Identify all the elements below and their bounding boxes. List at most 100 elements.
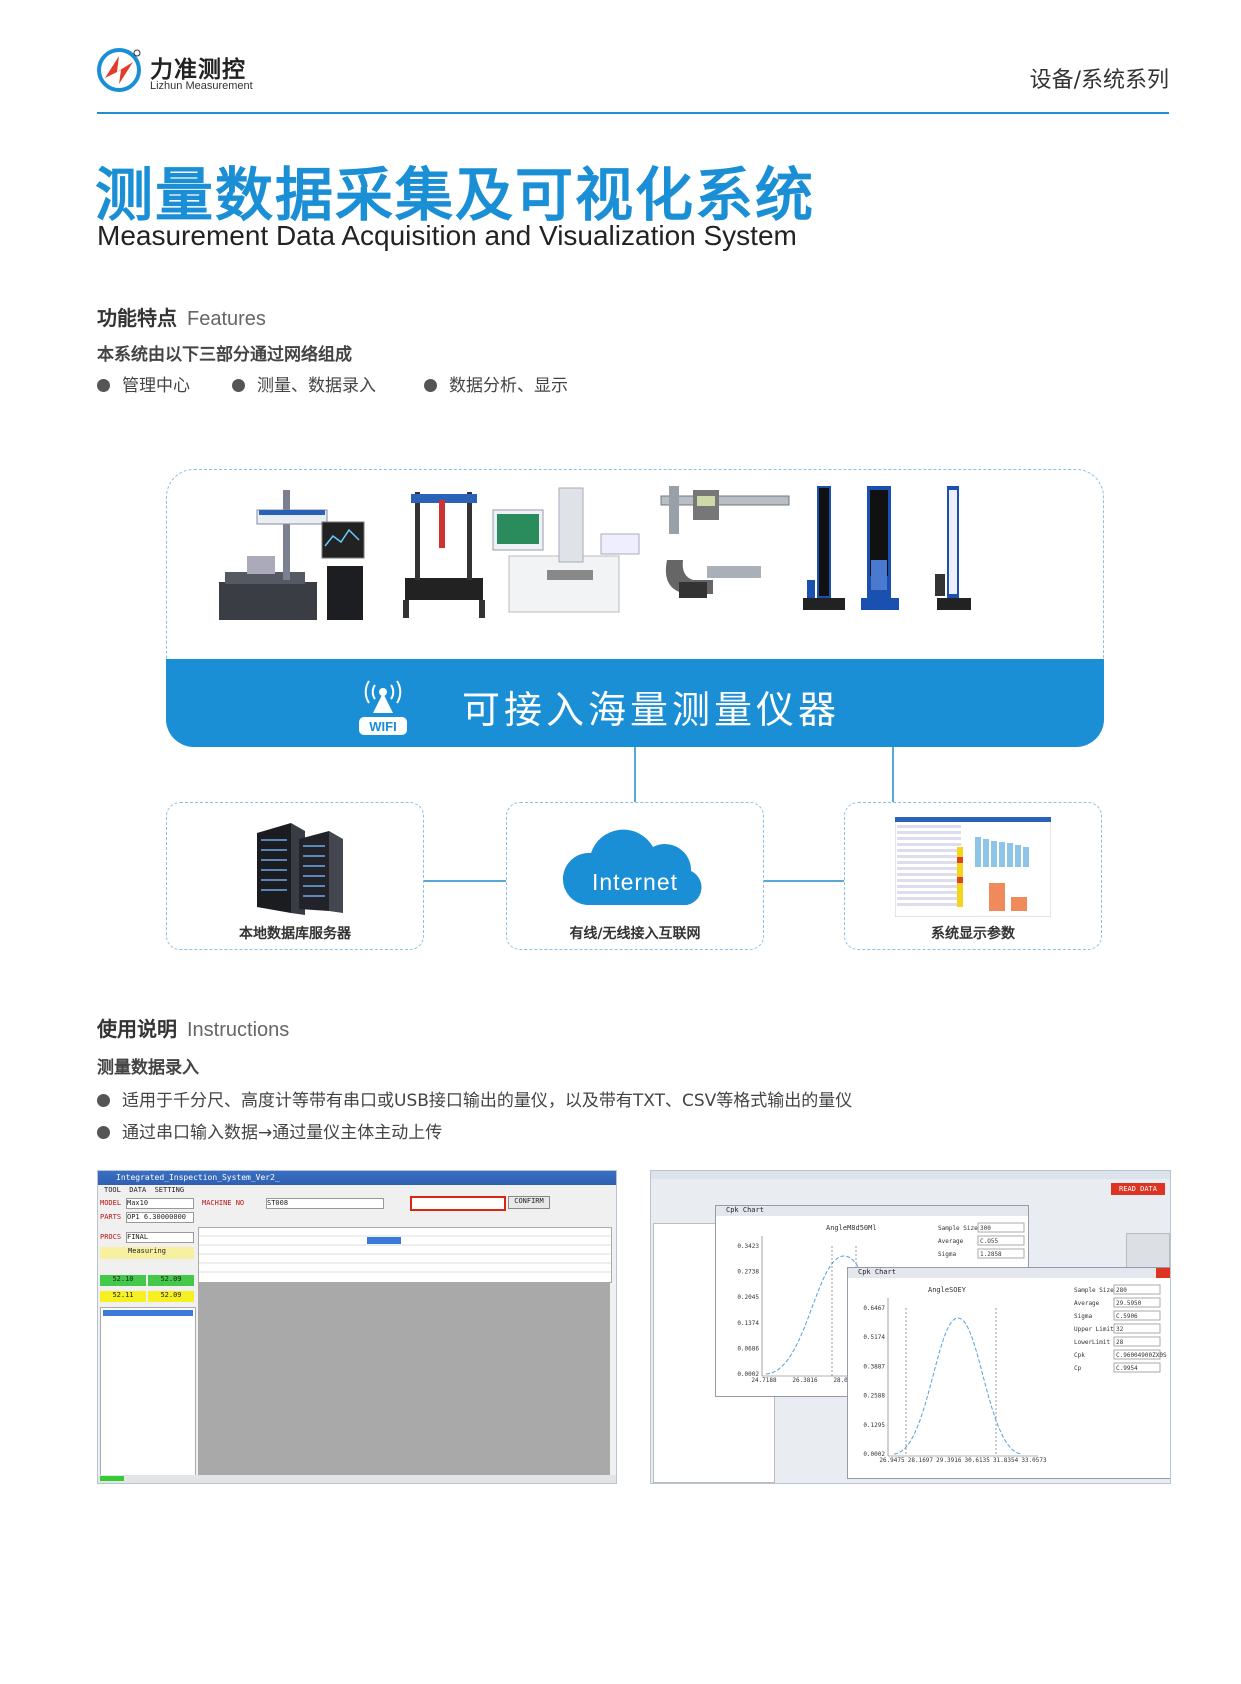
cpk-chart-2: AngleSOEY 0.6467 0.5174 0.3887 0.2588 0.1295… xyxy=(863,1284,1167,1464)
param-value: 32 xyxy=(1116,1326,1124,1333)
features-heading-cn: 功能特点 xyxy=(97,306,177,330)
micrometer-icon xyxy=(665,560,761,598)
feature-item: 数据分析、显示 xyxy=(424,371,568,396)
confirm-button[interactable]: CONFIRM xyxy=(508,1196,550,1209)
param-value: C.96004900ZX0S xyxy=(1116,1352,1167,1359)
data-table[interactable] xyxy=(198,1227,612,1283)
param-field[interactable] xyxy=(1113,1297,1161,1308)
instruction-item: 通过串口输入数据→通过量仪主体主动上传 xyxy=(97,1118,442,1143)
report-thumbnail-icon xyxy=(895,817,1051,917)
param-value: 28 xyxy=(1116,1339,1124,1346)
param-field[interactable] xyxy=(977,1222,1025,1233)
param-name: Cp xyxy=(1074,1365,1082,1372)
parts-select[interactable]: OP1 6.30000000 xyxy=(126,1212,194,1223)
chart-name: AngleSOEY xyxy=(928,1286,967,1294)
parts-label: PARTS xyxy=(100,1213,122,1221)
proc-label: PROCS xyxy=(100,1233,122,1241)
height-gauge-icon xyxy=(861,486,899,610)
param-name: Upper Limit xyxy=(1074,1326,1114,1333)
chart-name: AngleM8d50Ml xyxy=(826,1224,877,1232)
param-name: Average xyxy=(938,1238,964,1245)
y-tick-label: 0.1374 xyxy=(737,1320,759,1327)
y-tick-label: 0.5174 xyxy=(863,1334,885,1341)
param-value: 300 xyxy=(980,1225,991,1232)
value-cell: 52.09 xyxy=(148,1291,194,1302)
instructions-heading-cn: 使用说明 xyxy=(97,1017,177,1041)
model-label: MODEL xyxy=(100,1199,122,1207)
instruments-illustration xyxy=(219,486,971,620)
param-field[interactable] xyxy=(977,1235,1025,1246)
read-data-button[interactable]: READ DATA xyxy=(1111,1183,1165,1195)
x-tick-label: 28.1697 xyxy=(908,1457,934,1464)
y-tick-label: 0.0002 xyxy=(863,1451,885,1458)
features-heading-en: Features xyxy=(187,308,266,330)
param-name: Sample Size xyxy=(1074,1287,1114,1294)
features-subheading: 本系统由以下三部分通过网络组成 xyxy=(97,345,352,365)
param-field[interactable] xyxy=(1113,1284,1161,1295)
item-list[interactable] xyxy=(100,1307,196,1479)
param-name: Average xyxy=(1074,1300,1100,1307)
header-divider xyxy=(97,112,1169,114)
display-box: 系统显示参数 xyxy=(844,802,1102,950)
display-label: 系统显示参数 xyxy=(931,926,1015,942)
status-badge: Measuring xyxy=(100,1247,194,1259)
x-tick-label: 33.0573 xyxy=(1021,1457,1047,1464)
machine-select[interactable]: ST008 xyxy=(266,1198,384,1209)
y-tick-label: 0.2588 xyxy=(863,1393,885,1400)
wifi-label: WIFI xyxy=(369,719,397,734)
toolbar xyxy=(651,1171,1170,1179)
value-cell: 52.10 xyxy=(100,1275,146,1286)
y-tick-label: 0.3423 xyxy=(737,1243,759,1250)
y-tick-label: 0.0686 xyxy=(737,1345,759,1352)
wifi-icon xyxy=(359,680,407,735)
cmm-machine-icon xyxy=(403,492,485,618)
bullet-dot-icon xyxy=(97,1094,110,1107)
window-title: Integrated_Inspection_System_Ver2_ xyxy=(98,1171,616,1185)
brand-logo-icon xyxy=(97,48,141,92)
param-field[interactable] xyxy=(1113,1349,1161,1360)
connector-line xyxy=(634,747,636,802)
bullet-dot-icon xyxy=(424,379,437,392)
workspace-area xyxy=(198,1283,610,1479)
x-tick-label: 26.9475 xyxy=(879,1457,905,1464)
x-tick-label: 24.7188 xyxy=(751,1377,777,1384)
page-title: 测量数据采集及可视化系统 xyxy=(95,161,816,229)
bullet-dot-icon xyxy=(232,379,245,392)
bullet-dot-icon xyxy=(97,1126,110,1139)
microscope-icon xyxy=(492,487,640,613)
inspection-app-screenshot: Integrated_Inspection_System_Ver2_ TOOL … xyxy=(97,1170,617,1484)
status-bar xyxy=(98,1475,616,1483)
y-tick-label: 0.3887 xyxy=(863,1363,885,1370)
param-field[interactable] xyxy=(977,1248,1025,1259)
y-tick-label: 0.1295 xyxy=(863,1422,885,1429)
param-field[interactable] xyxy=(1113,1310,1161,1321)
close-icon[interactable] xyxy=(1156,1268,1170,1278)
x-tick-label: 29.3916 xyxy=(936,1457,962,1464)
param-name: Cpk xyxy=(1074,1352,1085,1359)
internet-label: 有线/无线接入互联网 xyxy=(569,926,701,942)
value-cell: 52.11 xyxy=(100,1291,146,1302)
y-tick-label: 0.6467 xyxy=(863,1305,885,1312)
page-subtitle: Measurement Data Acquisition and Visuali… xyxy=(97,220,797,251)
value-cell: 52.09 xyxy=(148,1275,194,1286)
roundness-tester-icon xyxy=(219,490,365,620)
model-select[interactable]: Max10 xyxy=(126,1198,194,1209)
param-name: LowerLimit xyxy=(1074,1339,1111,1346)
instruction-item: 适用于千分尺、高度计等带有串口或USB接口输出的量仪，以及带有TXT、CSV等格… xyxy=(97,1086,852,1111)
proc-select[interactable]: FINAL xyxy=(126,1232,194,1243)
x-tick-label: 30.6135 xyxy=(965,1457,991,1464)
server-label: 本地数据库服务器 xyxy=(239,926,351,942)
serial-input[interactable] xyxy=(410,1196,506,1211)
param-field[interactable] xyxy=(1113,1323,1161,1334)
y-tick-label: 0.0002 xyxy=(737,1371,759,1378)
connector-line xyxy=(762,880,844,882)
instructions-heading-en: Instructions xyxy=(187,1019,290,1041)
instructions-heading: 使用说明 Instructions xyxy=(97,1013,289,1042)
param-name: Sample Size xyxy=(938,1225,978,1232)
param-field[interactable] xyxy=(1113,1362,1161,1373)
param-field[interactable] xyxy=(1113,1336,1161,1347)
param-value: C.O55 xyxy=(980,1238,998,1245)
param-value: 280 xyxy=(1116,1287,1127,1294)
